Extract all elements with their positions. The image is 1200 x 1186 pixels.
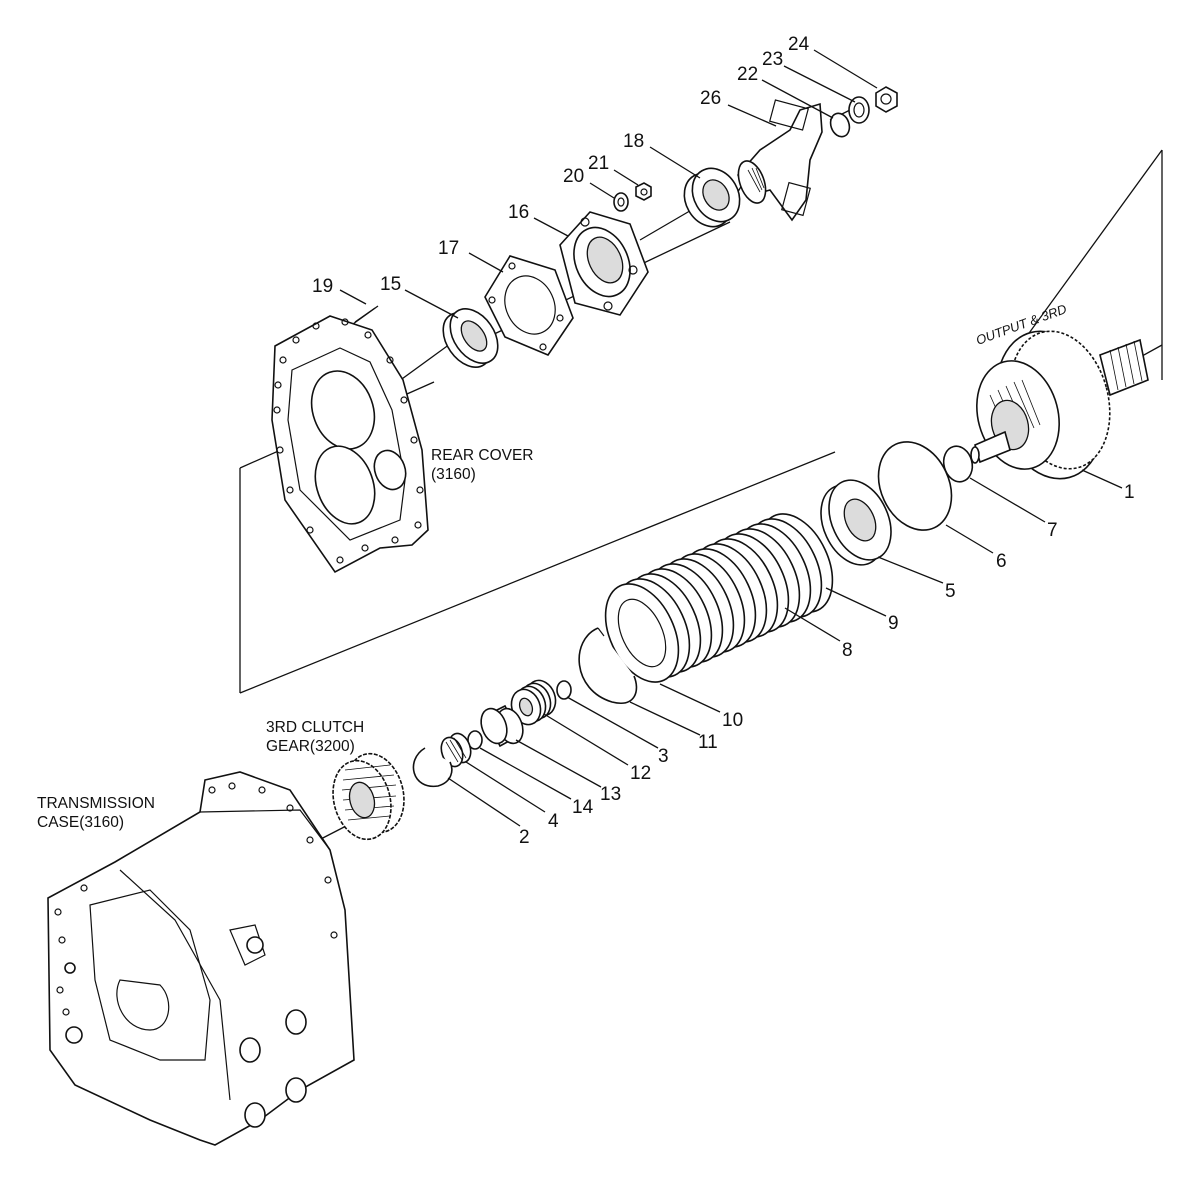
callout-9: 9 xyxy=(888,613,899,634)
needle-bearing-part-4 xyxy=(440,732,472,768)
nut-part-21 xyxy=(635,182,652,201)
transmission-case-label: TRANSMISSION xyxy=(37,795,155,812)
gasket-part-17 xyxy=(484,255,574,356)
callout-7: 7 xyxy=(1047,520,1058,541)
callout-leader-lines xyxy=(339,49,1123,827)
callout-18: 18 xyxy=(623,131,644,152)
callout-23: 23 xyxy=(762,49,783,70)
clutch-gear-label: 3RD CLUTCH xyxy=(266,719,364,736)
washer-part-23 xyxy=(848,96,870,124)
snap-ring-part-11 xyxy=(578,627,638,704)
yoke-part-26 xyxy=(737,99,823,222)
snap-ring-part-2 xyxy=(412,747,453,787)
seal-part-15 xyxy=(442,308,499,368)
washer-part-20 xyxy=(613,192,629,212)
callout-1: 1 xyxy=(1124,482,1135,503)
callout-13: 13 xyxy=(600,784,621,805)
third-clutch-gear-3200 xyxy=(332,752,405,841)
callout-numbers: 1 2 3 4 5 6 7 8 9 10 11 12 13 14 15 16 1… xyxy=(312,34,1135,848)
callout-4: 4 xyxy=(548,811,559,832)
callout-11: 11 xyxy=(698,732,718,753)
collar-part-13 xyxy=(480,704,524,748)
callout-22: 22 xyxy=(737,64,758,85)
callout-10: 10 xyxy=(722,710,743,731)
callout-12: 12 xyxy=(630,763,651,784)
oring-part-22 xyxy=(829,112,851,138)
clutch-gear-code: GEAR(3200) xyxy=(266,738,355,755)
piston-part-5 xyxy=(820,479,892,566)
callout-6: 6 xyxy=(996,551,1007,572)
callout-8: 8 xyxy=(842,640,853,661)
callout-3: 3 xyxy=(658,746,669,767)
callout-16: 16 xyxy=(508,202,529,223)
nut-part-24 xyxy=(875,86,898,113)
callout-5: 5 xyxy=(945,581,956,602)
seal-ring-part-6 xyxy=(877,441,953,531)
callout-17: 17 xyxy=(438,238,459,259)
callout-15: 15 xyxy=(380,274,401,295)
output-clutch-part-1 xyxy=(970,330,1149,480)
transmission-case-3160 xyxy=(47,771,355,1146)
callout-21: 21 xyxy=(588,153,609,174)
callout-24: 24 xyxy=(788,34,810,55)
callout-26: 26 xyxy=(700,88,721,109)
rear-cover-code: (3160) xyxy=(431,466,476,483)
rear-cover-label: REAR COVER xyxy=(431,447,534,464)
callout-14: 14 xyxy=(572,797,594,818)
rear-cover-3160 xyxy=(271,315,429,574)
transmission-case-code: CASE(3160) xyxy=(37,814,124,831)
housing-part-16 xyxy=(559,211,649,316)
callout-20: 20 xyxy=(563,166,584,187)
stud-part-19 xyxy=(352,305,379,325)
bearing-part-18 xyxy=(683,167,741,228)
ring-part-3 xyxy=(556,680,572,700)
callout-2: 2 xyxy=(519,827,530,848)
callout-19: 19 xyxy=(312,276,333,297)
clutch-disc-pack xyxy=(604,513,834,683)
